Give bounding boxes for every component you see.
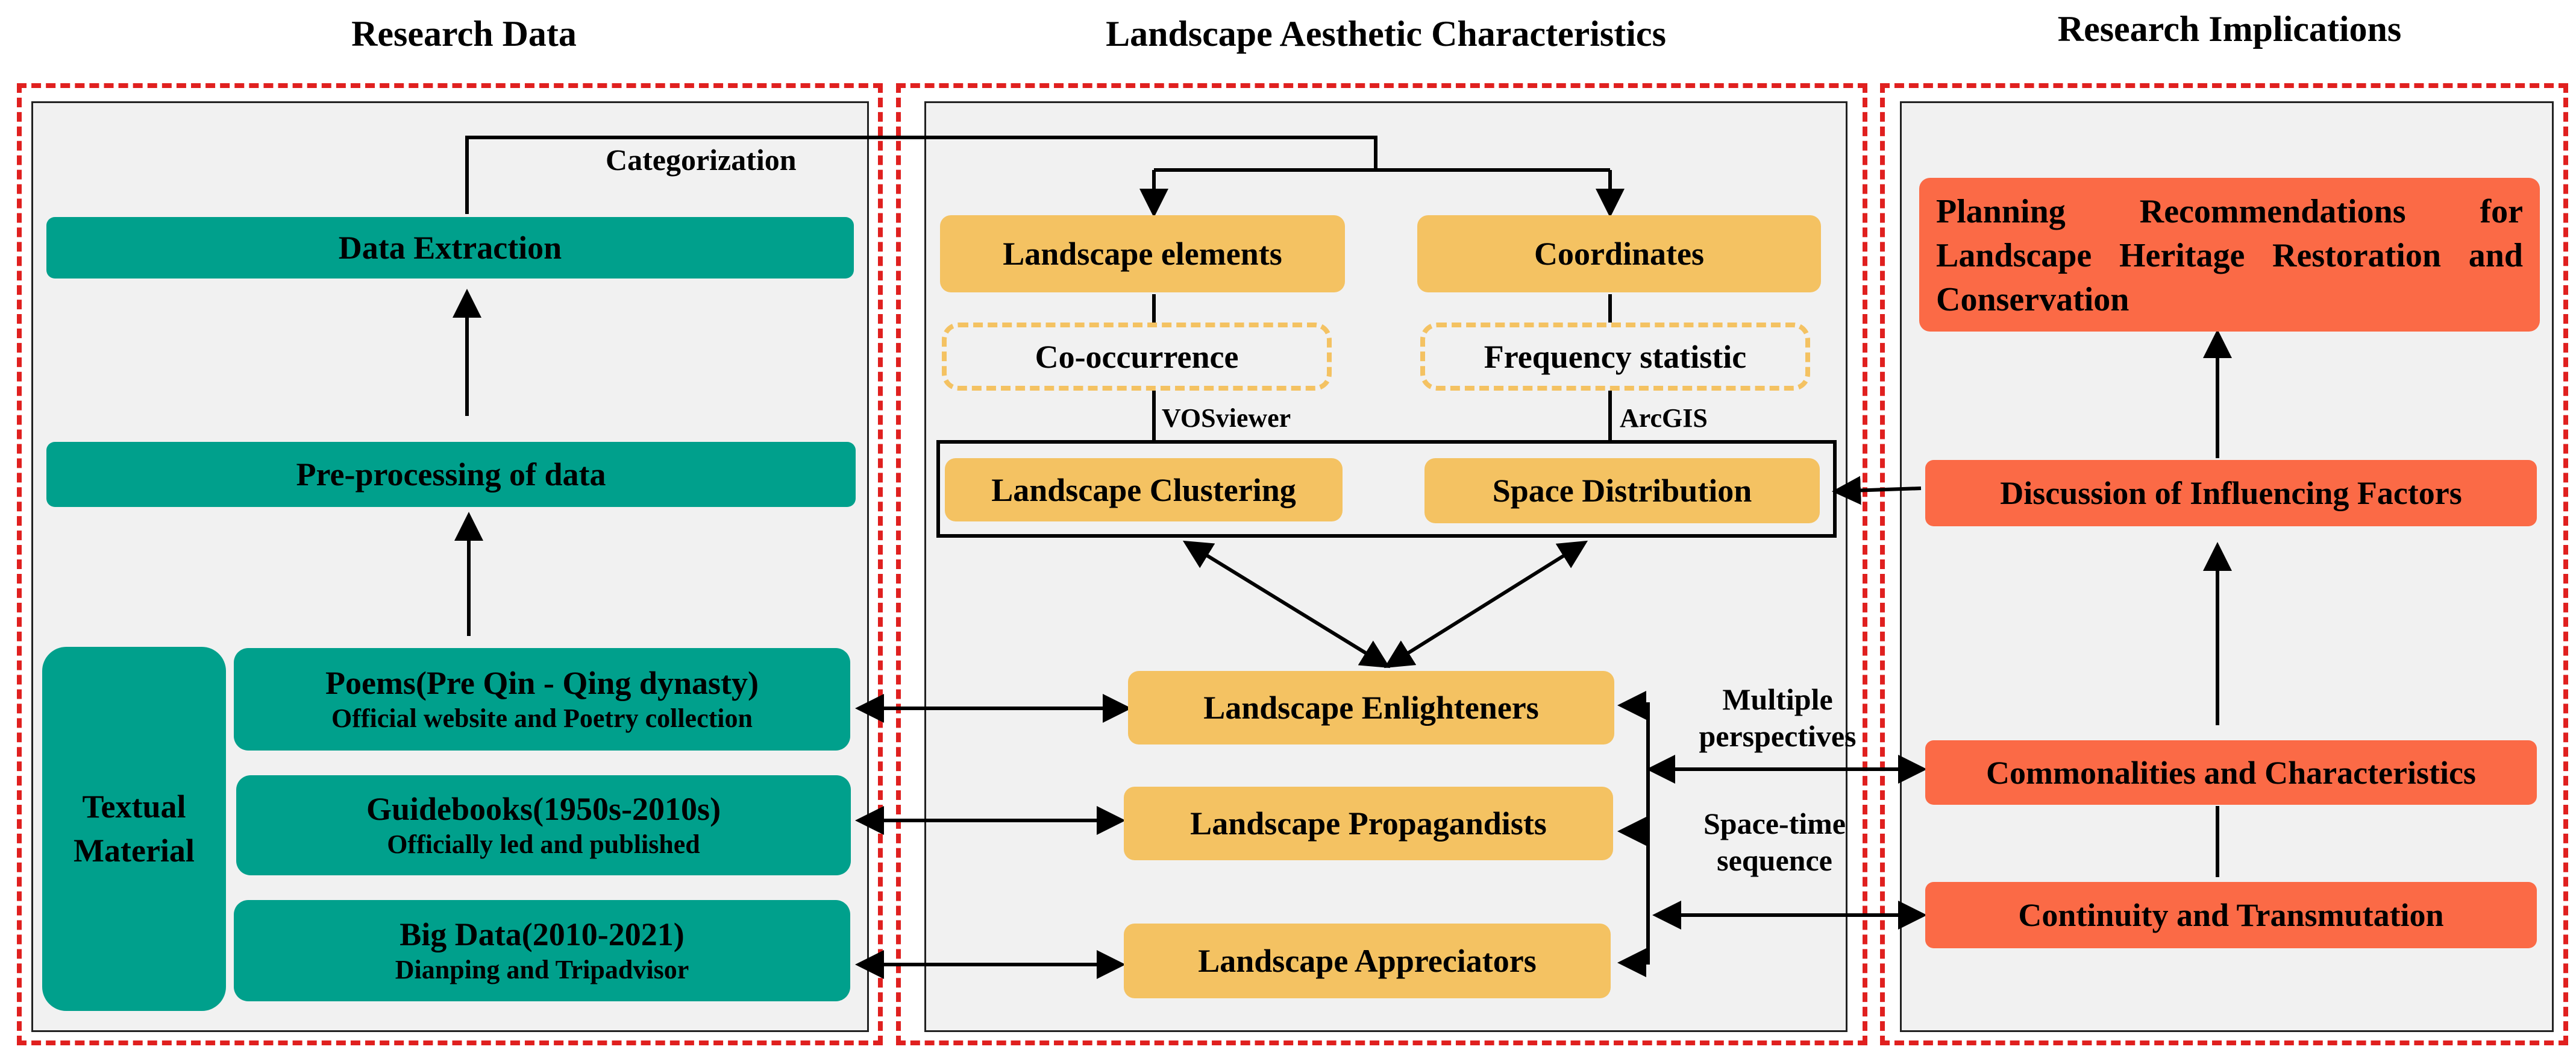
source-poems-title: Poems(Pre Qin - Qing dynasty): [325, 665, 759, 702]
source-poems-box: Poems(Pre Qin - Qing dynasty) Official w…: [234, 648, 850, 751]
source-bigdata-sub: Dianping and Tripadvisor: [395, 955, 689, 984]
influencing-factors-label: Discussion of Influencing Factors: [2000, 475, 2462, 511]
source-poems-sub: Official website and Poetry collection: [331, 704, 753, 733]
source-guidebooks-box: Guidebooks(1950s-2010s) Officially led a…: [236, 775, 851, 875]
enlighteners-box: Landscape Enlighteners: [1128, 671, 1614, 744]
commonalities-box: Commonalities and Characteristics: [1925, 740, 2537, 805]
co-occurrence-box: Co-occurrence: [942, 323, 1332, 391]
source-bigdata-title: Big Data(2010-2021): [400, 916, 685, 953]
space-distribution-box: Space Distribution: [1424, 458, 1820, 523]
continuity-box: Continuity and Transmutation: [1925, 882, 2537, 948]
title-research-data: Research Data: [351, 14, 577, 54]
appreciators-box: Landscape Appreciators: [1124, 924, 1611, 998]
preprocessing-box: Pre-processing of data: [46, 442, 856, 507]
title-landscape-aesthetic: Landscape Aesthetic Characteristics: [1106, 14, 1666, 54]
planning-recommendations-box: Planning Recommendations for Landscape H…: [1919, 178, 2540, 332]
categorization-label: Categorization: [606, 143, 797, 177]
planning-recommendations-label: Planning Recommendations for Landscape H…: [1936, 193, 2523, 318]
coordinates-label: Coordinates: [1534, 236, 1704, 272]
space-time-sequence-label: Space-time sequence: [1703, 807, 1846, 877]
textual-material-label: Textual Material: [74, 789, 195, 869]
co-occurrence-label: Co-occurrence: [1035, 338, 1239, 375]
influencing-factors-box: Discussion of Influencing Factors: [1925, 460, 2537, 526]
commonalities-label: Commonalities and Characteristics: [1986, 754, 2476, 791]
multiple-perspectives-label: Multiple perspectives: [1699, 682, 1857, 753]
source-guidebooks-sub: Officially led and published: [387, 829, 700, 859]
implications-frame: [1880, 83, 2568, 1045]
research-data-frame: [17, 83, 883, 1045]
enlighteners-label: Landscape Enlighteners: [1203, 690, 1539, 726]
space-distribution-label: Space Distribution: [1492, 473, 1752, 509]
source-bigdata-box: Big Data(2010-2021) Dianping and Tripadv…: [234, 900, 850, 1001]
landscape-elements-label: Landscape elements: [1003, 236, 1282, 272]
arcgis-label: ArcGIS: [1620, 403, 1708, 433]
title-research-implications: Research Implications: [2057, 9, 2402, 49]
frequency-statistic-box: Frequency statistic: [1420, 323, 1810, 391]
appreciators-label: Landscape Appreciators: [1198, 943, 1537, 979]
frequency-statistic-label: Frequency statistic: [1484, 338, 1747, 375]
coordinates-box: Coordinates: [1417, 215, 1821, 292]
textual-material-box: Textual Material: [42, 647, 226, 1011]
landscape-clustering-box: Landscape Clustering: [945, 458, 1343, 521]
data-extraction-box: Data Extraction: [46, 217, 854, 279]
vosviewer-label: VOSviewer: [1162, 403, 1291, 433]
landscape-elements-box: Landscape elements: [940, 215, 1345, 292]
continuity-label: Continuity and Transmutation: [2018, 897, 2444, 933]
preprocessing-label: Pre-processing of data: [296, 456, 606, 493]
landscape-clustering-label: Landscape Clustering: [991, 471, 1296, 508]
propagandists-box: Landscape Propagandists: [1124, 787, 1613, 860]
data-extraction-label: Data Extraction: [338, 230, 562, 266]
source-guidebooks-title: Guidebooks(1950s-2010s): [366, 791, 721, 828]
propagandists-label: Landscape Propagandists: [1190, 805, 1547, 842]
landscape-frame: [896, 83, 1867, 1045]
